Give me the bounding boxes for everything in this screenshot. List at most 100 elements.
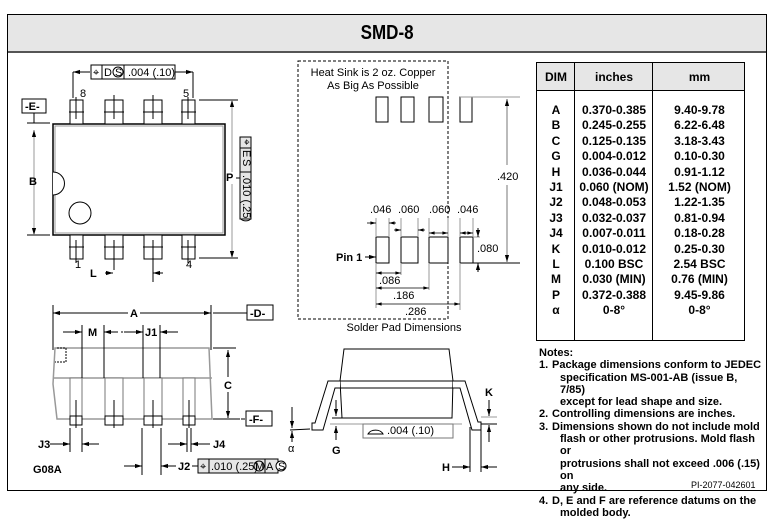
dim-420: .420 — [497, 171, 518, 183]
cell-dim: G — [551, 149, 561, 164]
pin-label-5: 5 — [183, 88, 189, 100]
dim-b: B — [29, 176, 37, 188]
profile-icon — [367, 429, 384, 435]
cell-mm: 0.18-0.28 — [674, 226, 725, 241]
pads-bottom — [375, 236, 474, 264]
pad-width-3: .060 — [429, 204, 450, 216]
note-line: flash or other protrusions. Mold flash o… — [560, 433, 755, 458]
cell-inches: 0.372-0.388 — [581, 287, 647, 302]
cell-mm: 0-8° — [688, 303, 711, 318]
note-line: specification MS-001-AB (issue B, 7/85) — [560, 371, 738, 396]
pads-top — [375, 96, 473, 123]
cell-dim: K — [551, 241, 561, 256]
position-icon: ⌖ — [93, 67, 99, 79]
cell-dim: P — [551, 287, 560, 302]
package-body-top — [52, 123, 226, 236]
cell-inches: 0.004-0.012 — [581, 149, 647, 164]
dim-h: H — [442, 462, 450, 474]
svg-text:D: D — [104, 67, 112, 79]
cell-dim: H — [551, 164, 561, 179]
svg-text:.004 (.10): .004 (.10) — [128, 67, 175, 79]
pin1-notch — [52, 171, 65, 196]
pin1-label: Pin 1 — [336, 252, 362, 264]
cell-mm: 0.25-0.30 — [674, 241, 725, 256]
mechanical-drawing: 8 5 1 4 ⌖ D S .004 (.10) -E- B — [21, 60, 520, 476]
pin-label-4: 4 — [186, 259, 192, 271]
cell-mm: 3.18-3.43 — [674, 133, 725, 148]
notes-heading: Notes: — [539, 347, 574, 359]
cell-dim: C — [551, 133, 561, 148]
table-row: G 0.004-0.012 0.10-0.30 — [537, 149, 744, 164]
header-mm: mm — [688, 70, 711, 84]
datum-d: -D- — [250, 308, 266, 320]
pin1-dot — [68, 201, 92, 225]
package-body-end — [339, 348, 454, 419]
top-view: 8 5 1 4 ⌖ D S .004 (.10) -E- B — [21, 64, 252, 282]
cell-dim: α — [552, 303, 560, 318]
dim-c: C — [224, 380, 232, 392]
cell-inches: 0.048-0.053 — [581, 195, 647, 210]
dim-l: L — [90, 268, 97, 280]
offset-186: .186 — [393, 290, 414, 302]
cell-mm: 1.52 (NOM) — [668, 179, 731, 194]
cell-dim: A — [551, 103, 561, 117]
cell-inches: 0-8° — [602, 303, 626, 318]
header-dim: DIM — [545, 70, 567, 84]
document-number: PI-2077-042601 — [691, 480, 756, 490]
cell-inches: 0.245-0.255 — [581, 118, 647, 133]
dim-k: K — [485, 387, 493, 399]
dim-g: G — [332, 445, 341, 457]
pin-label-8: 8 — [80, 88, 86, 100]
note-number: 4. — [539, 494, 549, 507]
svg-text:S: S — [115, 67, 122, 79]
side-view: A -D- M J1 C -F- — [33, 304, 287, 476]
dim-a: A — [130, 308, 138, 320]
cell-inches: 0.036-0.044 — [581, 164, 647, 179]
offset-086: .086 — [379, 275, 400, 287]
note-line: Controlling dimensions are inches. — [552, 408, 736, 421]
note-number: 3. — [539, 420, 549, 433]
note-line: molded body. — [560, 506, 631, 519]
cell-mm: 0.81-0.94 — [674, 210, 725, 225]
position-icon: ⌖ — [200, 461, 206, 473]
cell-dim: J4 — [549, 226, 563, 241]
pad-height: .080 — [477, 243, 498, 255]
cell-mm: 0.10-0.30 — [674, 149, 725, 164]
fcf-bottom: ⌖ .010 (.25) M A S — [197, 458, 287, 474]
fcf-side: ⌖ E S .010 (.25) — [239, 136, 252, 222]
cell-mm: 9.45-9.86 — [674, 287, 725, 302]
cell-mm: 0.91-1.12 — [674, 164, 725, 179]
table-row: J4 0.007-0.011 0.18-0.28 — [537, 226, 744, 241]
offset-286: .286 — [405, 306, 426, 318]
dim-j1: J1 — [145, 327, 157, 339]
solder-pad-caption: Solder Pad Dimensions — [347, 322, 462, 334]
note-line: Dimensions shown do not include mold — [552, 420, 760, 433]
cell-inches: 0.100 BSC — [584, 256, 644, 271]
cell-inches: 0.030 (MIN) — [582, 272, 646, 287]
fcf-top: ⌖ D S .004 (.10) — [90, 64, 176, 80]
datum-e: -E- — [25, 101, 40, 113]
note-number: 1. — [539, 359, 549, 372]
table-row: H 0.036-0.044 0.91-1.12 — [537, 165, 744, 180]
cell-dim: J1 — [549, 179, 563, 194]
cell-inches: 0.007-0.011 — [582, 226, 646, 241]
pin-label-1: 1 — [75, 259, 81, 271]
table-header — [537, 63, 744, 91]
pad-width-4: .046 — [457, 204, 478, 216]
heat-sink-area — [297, 60, 449, 320]
lead-centerlines — [69, 95, 196, 282]
svg-text:.010 (.25): .010 (.25) — [211, 461, 258, 473]
cell-dim: J3 — [549, 210, 563, 225]
note-line: except for lead shape and size. — [560, 396, 723, 409]
note-line: Package dimensions conform to JEDEC — [552, 359, 762, 372]
cell-mm: 6.22-6.48 — [674, 118, 725, 133]
cell-mm: 1.22-1.35 — [674, 195, 725, 210]
table-row: P 0.372-0.388 9.45-9.86 — [537, 288, 744, 303]
datum-f: -F- — [249, 414, 263, 426]
cell-mm: 9.40-9.78 — [674, 103, 725, 117]
